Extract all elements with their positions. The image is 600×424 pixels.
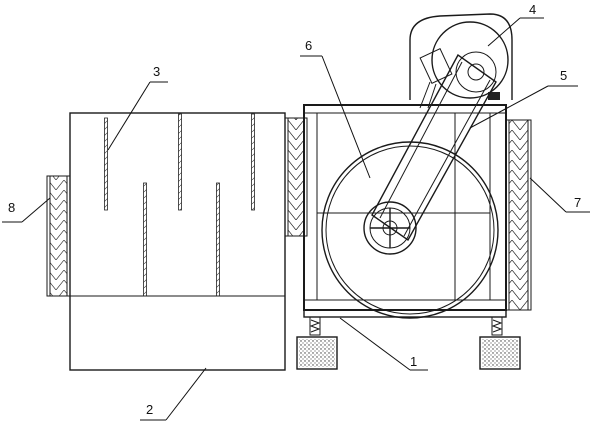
label-7: 7 [574, 195, 581, 210]
perforated-strip [251, 113, 255, 211]
perforated-strip [143, 182, 147, 297]
callout-6: 6 [300, 38, 371, 179]
perforated-strip [178, 113, 182, 211]
left-foundation [296, 316, 338, 370]
callout-7: 7 [529, 177, 590, 213]
left-filter-panel [46, 175, 71, 297]
perforated-strip [104, 117, 108, 211]
label-1: 1 [410, 354, 417, 369]
drum-hub [363, 201, 417, 255]
label-8: 8 [8, 200, 15, 215]
main-frame [303, 104, 507, 318]
label-3: 3 [153, 64, 160, 79]
callout-4: 4 [487, 2, 544, 47]
callout-2: 2 [140, 367, 207, 421]
drum-wheel [321, 141, 499, 319]
callout-8: 8 [2, 197, 51, 223]
motor-assembly [409, 13, 513, 109]
right-foundation [479, 316, 521, 370]
label-2: 2 [146, 402, 153, 417]
label-6: 6 [305, 38, 312, 53]
label-4: 4 [529, 2, 536, 17]
callout-3: 3 [107, 64, 168, 151]
belt-arm [371, 53, 497, 242]
perforated-strips [104, 113, 255, 297]
perforated-strip [216, 182, 220, 297]
callout-1: 1 [339, 317, 428, 371]
right-filter-panel [505, 119, 532, 311]
callout-5: 5 [469, 68, 578, 129]
label-5: 5 [560, 68, 567, 83]
